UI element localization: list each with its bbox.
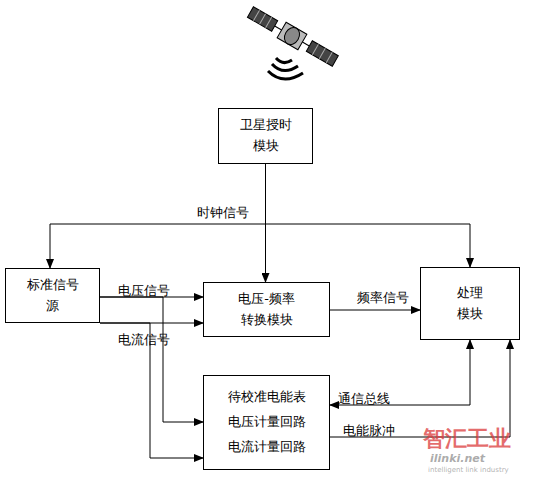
watermark-text: intelligent link industry	[428, 466, 509, 474]
box-text: 处理 模块	[454, 283, 486, 325]
signal-label: 频率信号	[357, 289, 409, 307]
connector-arrow	[330, 340, 510, 437]
process-box: 电压-频率 转换模块	[203, 282, 330, 337]
connector-arrow	[100, 297, 203, 422]
watermark-text: 智汇工业	[423, 424, 511, 454]
box-text: 电压-频率 转换模块	[231, 289, 303, 331]
box-text: 待校准电能表	[228, 387, 306, 408]
box-text: 电压计量回路	[228, 412, 306, 433]
signal-label: 电能脉冲	[343, 422, 395, 440]
watermark-text: ilinki.net	[430, 452, 485, 465]
connector-arrow	[266, 164, 471, 267]
signal-label: 电压信号	[118, 282, 170, 300]
connector-arrow	[100, 323, 203, 458]
connector-arrow	[50, 164, 266, 268]
process-box: 标准信号 源	[5, 268, 100, 323]
box-text: 卫星授时 模块	[236, 115, 296, 157]
process-box: 处理 模块	[420, 267, 520, 340]
signal-label: 电流信号	[118, 331, 170, 349]
box-text: 电流计量回路	[228, 437, 306, 458]
connector-arrow	[330, 310, 420, 311]
box-text: 标准信号 源	[25, 275, 81, 317]
signal-label: 时钟信号	[197, 204, 249, 222]
signal-label: 通信总线	[338, 390, 390, 408]
satellite-illustration	[246, 4, 340, 79]
process-box: 待校准电能表电压计量回路电流计量回路	[203, 375, 330, 470]
process-box: 卫星授时 模块	[218, 108, 313, 164]
